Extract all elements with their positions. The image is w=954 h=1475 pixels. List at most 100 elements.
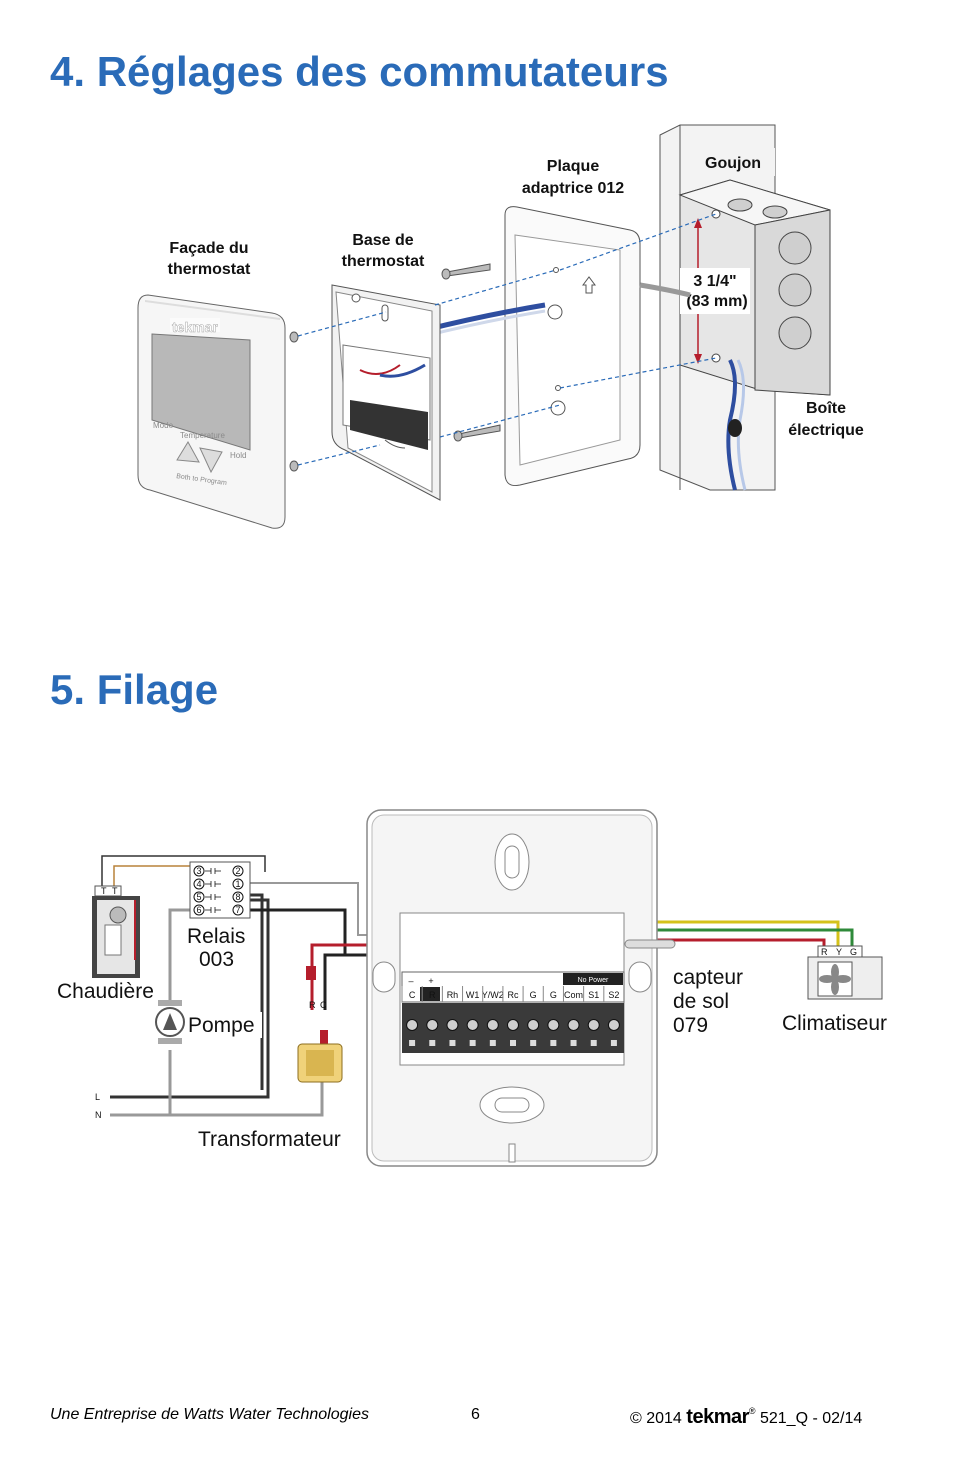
label-plate-line2: adaptrice 012 xyxy=(522,180,624,197)
label-pump: Pompe xyxy=(188,1014,255,1037)
terminal-label: C xyxy=(409,990,416,1000)
label-facade-line2: thermostat xyxy=(168,261,251,278)
relay-pin xyxy=(232,878,244,890)
transformer-c: C xyxy=(320,1000,327,1010)
terminal-slot xyxy=(530,1040,537,1046)
relay-pin xyxy=(232,904,244,916)
terminal-minus: – xyxy=(408,976,413,986)
relay-pin xyxy=(193,891,205,903)
terminal-screw-icon xyxy=(486,1019,499,1031)
terminal-label: G xyxy=(530,990,537,1000)
facade-mode-label: Mode xyxy=(153,421,174,430)
terminal-label: S2 xyxy=(608,990,619,1000)
air-conditioner: R Y G xyxy=(807,945,883,1000)
pump-icon xyxy=(155,1000,185,1044)
terminal-screw-icon xyxy=(507,1019,519,1031)
terminal-screw-icon xyxy=(426,1019,439,1031)
relay-pin xyxy=(232,865,244,877)
terminal-slot xyxy=(409,1040,416,1046)
screws xyxy=(289,263,501,472)
relay-contact xyxy=(205,868,221,874)
relay-pin xyxy=(232,891,244,903)
screw-icon xyxy=(441,263,491,280)
label-stud: Goujon xyxy=(705,155,761,172)
terminal-slot xyxy=(469,1040,476,1046)
electrical-box xyxy=(678,179,831,491)
relay-pin-number: 3 xyxy=(196,866,201,876)
screw-icon xyxy=(289,331,299,343)
label-base-line2: thermostat xyxy=(342,253,425,270)
page-number: 6 xyxy=(471,1406,480,1423)
footer-reg-mark: ® xyxy=(748,1406,756,1416)
relay-pin-number: 6 xyxy=(196,905,201,915)
screw-icon xyxy=(453,424,501,442)
terminal-slot xyxy=(610,1040,617,1046)
terminal-slot xyxy=(550,1040,557,1046)
no-power-label: No Power xyxy=(578,977,609,984)
facade-up-arrow-icon xyxy=(176,441,200,463)
terminal-plus: + xyxy=(428,976,433,986)
label-relay-line1: Relais xyxy=(187,925,245,948)
dimension-inches: 3 1/4" xyxy=(693,273,736,290)
label-box-line2: électrique xyxy=(788,422,864,439)
ac-y: Y xyxy=(836,947,842,957)
label-base-line1: Base de xyxy=(352,232,413,249)
facade-down-arrow-icon xyxy=(199,447,223,474)
terminal-screw-icon xyxy=(446,1019,459,1031)
relay-contact xyxy=(205,881,221,887)
footer-brand-logo: tekmar xyxy=(686,1406,749,1428)
relay-contact xyxy=(205,894,221,900)
terminal-screw-icon xyxy=(607,1019,620,1031)
terminal-slot xyxy=(590,1040,597,1046)
installation-diagram: 3 1/4" (83 mm) tekmar Mode Temperature H… xyxy=(137,124,864,529)
ac-r: R xyxy=(821,947,828,957)
floor-sensor-079 xyxy=(624,939,676,949)
relay-contact xyxy=(205,907,221,913)
footer-copyright-block: © 2014 tekmar® 521_Q - 02/14 xyxy=(630,1406,862,1429)
relay-pin-number: 7 xyxy=(235,905,240,915)
terminal-slot xyxy=(429,1040,436,1046)
dimension-label-bg xyxy=(680,268,750,314)
dimension-mm: (83 mm) xyxy=(686,293,747,310)
terminal-slot xyxy=(489,1040,496,1046)
facade-temperature-label: Temperature xyxy=(180,431,225,440)
relay-pin xyxy=(193,865,205,877)
thermostat-facade: tekmar Mode Temperature Hold Both to Pro… xyxy=(137,294,286,529)
terminal-screw-icon xyxy=(527,1019,540,1031)
relay-pin-number: 4 xyxy=(196,879,201,889)
section-4-title: 4. Réglages des commutateurs xyxy=(50,48,669,95)
fan-icon xyxy=(819,964,851,995)
screw-icon xyxy=(289,460,299,472)
terminal-screw-icon xyxy=(587,1019,600,1031)
boiler-t1: T xyxy=(101,886,107,896)
label-sensor-line2: de sol xyxy=(673,990,729,1013)
alignment-guides xyxy=(297,213,717,466)
relay-pin-number: 1 xyxy=(235,879,240,889)
label-facade-line1: Façade du xyxy=(169,240,248,257)
terminal-label: Rc xyxy=(508,990,519,1000)
terminal-label: Y/W2 xyxy=(482,990,504,1000)
terminal-label: Rh xyxy=(447,990,459,1000)
transformer-r: R xyxy=(309,1000,316,1010)
terminal-label: R xyxy=(429,990,436,1000)
label-sensor-line3: 079 xyxy=(673,1014,708,1037)
label-relay-line2: 003 xyxy=(199,948,234,971)
boiler-t2: T xyxy=(112,886,118,896)
relay-pin-number: 8 xyxy=(235,892,240,902)
terminal-slot xyxy=(570,1040,577,1046)
relay-pin xyxy=(193,904,205,916)
thermostat-base xyxy=(331,284,441,501)
terminal-label: W1 xyxy=(466,990,480,1000)
facade-brand: tekmar xyxy=(172,319,218,335)
relay-pin xyxy=(193,878,205,890)
label-transformer: Transformateur xyxy=(198,1128,341,1151)
footer-copyright: © 2014 xyxy=(630,1410,682,1427)
footer-doc-code: 521_Q - 02/14 xyxy=(759,1410,863,1427)
label-box-line1: Boîte xyxy=(806,400,846,417)
terminal-label: Com xyxy=(564,990,583,1000)
adapter-plate xyxy=(504,206,691,486)
label-sensor-line1: capteur xyxy=(673,966,743,989)
